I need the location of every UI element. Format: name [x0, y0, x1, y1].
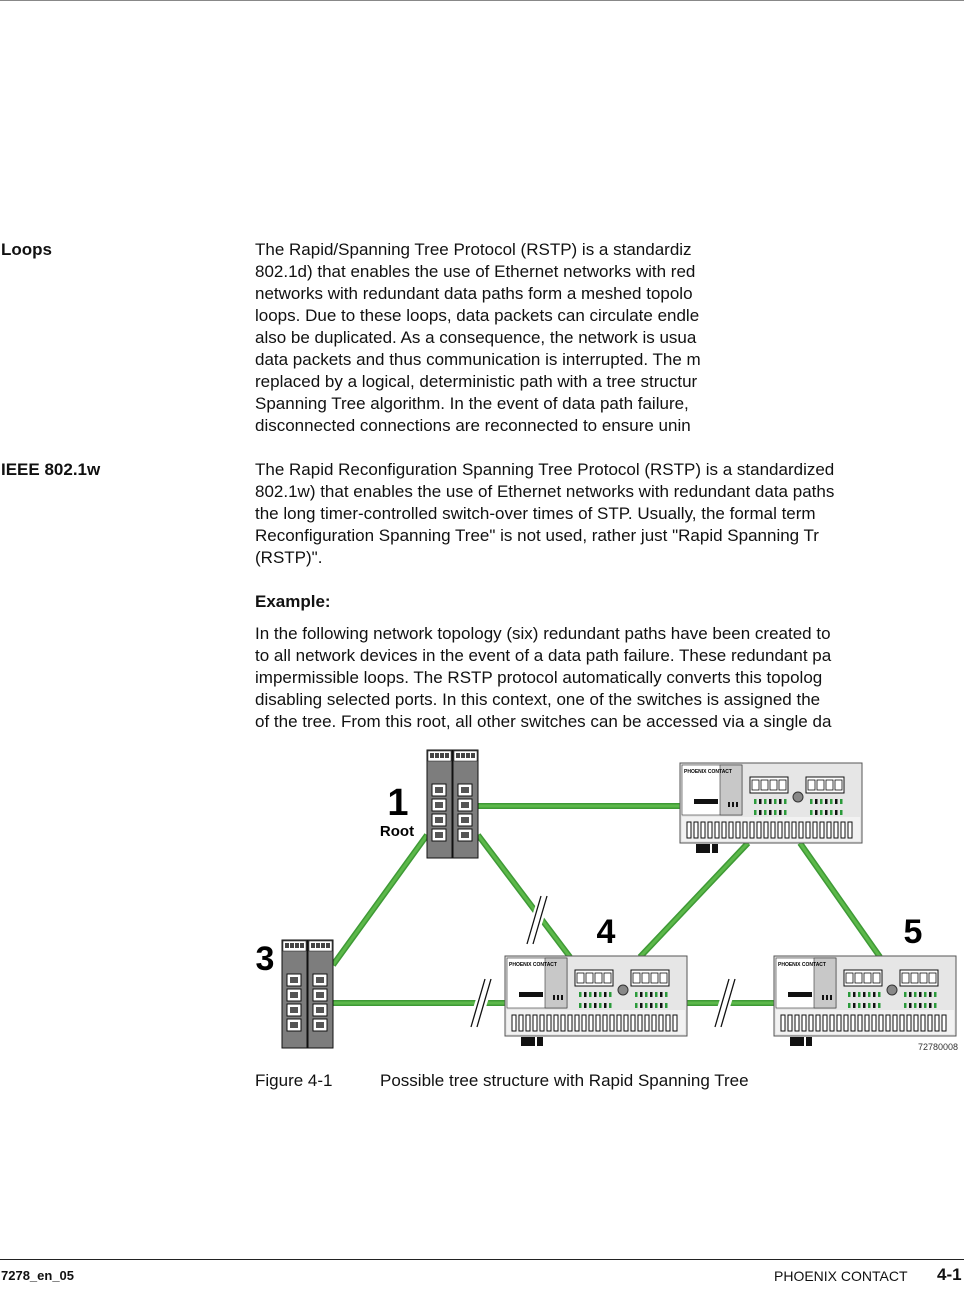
text-line: also be duplicated. As a consequence, th… [255, 328, 697, 347]
switch-2: PHOENIX CONTACT [679, 762, 863, 853]
footer-company: PHOENIX CONTACT [774, 1268, 908, 1284]
network-cable [330, 833, 430, 967]
text-line: networks with redundant data paths form … [255, 284, 693, 303]
ieee-paragraph: The Rapid Reconfiguration Spanning Tree … [255, 459, 834, 569]
text-line: disabling selected ports. In this contex… [255, 690, 821, 709]
text-line: loops. Due to these loops, data packets … [255, 306, 700, 325]
switch-number-3: 3 [256, 940, 275, 978]
link-break-mark [523, 895, 551, 945]
heading-loops: Loops [1, 240, 52, 259]
text-line: of the tree. From this root, all other s… [255, 712, 832, 731]
heading-ieee-8021w: IEEE 802.1w [1, 460, 101, 479]
figure-caption: Possible tree structure with Rapid Spann… [380, 1071, 749, 1090]
network-topology-figure: PHOENIX CONTACT PHOENIX CONTACT PHOENIX CO… [256, 749, 958, 1052]
example-paragraph: In the following network topology (six) … [255, 623, 831, 733]
loops-paragraph: The Rapid/Spanning Tree Protocol (RSTP) … [255, 239, 701, 437]
top-rule [0, 0, 964, 1]
footer-rule [0, 1259, 964, 1260]
text-line: The Rapid Reconfiguration Spanning Tree … [255, 460, 835, 479]
switch-3 [281, 939, 334, 1049]
root-label: Root [380, 823, 414, 840]
figure-id: 72780008 [918, 1042, 958, 1052]
devices: PHOENIX CONTACT PHOENIX CONTACT PHOENIX CO… [281, 749, 957, 1049]
break-marks [467, 895, 739, 1028]
device-brand-logo: PHOENIX CONTACT [778, 962, 826, 968]
text-line: 802.1d) that enables the use of Ethernet… [255, 262, 696, 281]
text-line: impermissible loops. The RSTP protocol a… [255, 668, 823, 687]
network-cable [637, 840, 751, 960]
network-cable [475, 833, 573, 959]
switch-number-1: 1 [387, 782, 408, 824]
text-line: disconnected connections are reconnected… [255, 416, 691, 435]
link-break-mark [711, 978, 739, 1028]
example-heading: Example: [255, 592, 331, 611]
text-line: (RSTP)". [255, 548, 323, 567]
footer-doc-id: 7278_en_05 [1, 1268, 75, 1283]
device-brand-logo: PHOENIX CONTACT [509, 962, 557, 968]
switch-5: PHOENIX CONTACT [773, 955, 957, 1046]
footer-page-number: 4-1 [937, 1265, 962, 1284]
device-brand-logo: PHOENIX CONTACT [684, 769, 732, 775]
switch-1-root [426, 749, 479, 859]
network-cable [797, 841, 883, 959]
text-line: Spanning Tree algorithm. In the event of… [255, 394, 689, 413]
switch-number-5: 5 [904, 913, 923, 951]
text-line: to all network devices in the event of a… [255, 646, 832, 665]
text-line: The Rapid/Spanning Tree Protocol (RSTP) … [255, 240, 692, 259]
text-line: the long timer-controlled switch-over ti… [255, 504, 816, 523]
text-line: replaced by a logical, deterministic pat… [255, 372, 698, 391]
text-line: data packets and thus communication is i… [255, 350, 701, 369]
text-line: In the following network topology (six) … [255, 624, 831, 643]
switch-number-4: 4 [597, 913, 616, 951]
link-break-mark [467, 978, 495, 1028]
text-line: 802.1w) that enables the use of Ethernet… [255, 482, 835, 501]
figure-number: Figure 4-1 [255, 1071, 333, 1090]
switch-4: PHOENIX CONTACT [504, 955, 688, 1046]
text-line: Reconfiguration Spanning Tree" is not us… [255, 526, 819, 545]
